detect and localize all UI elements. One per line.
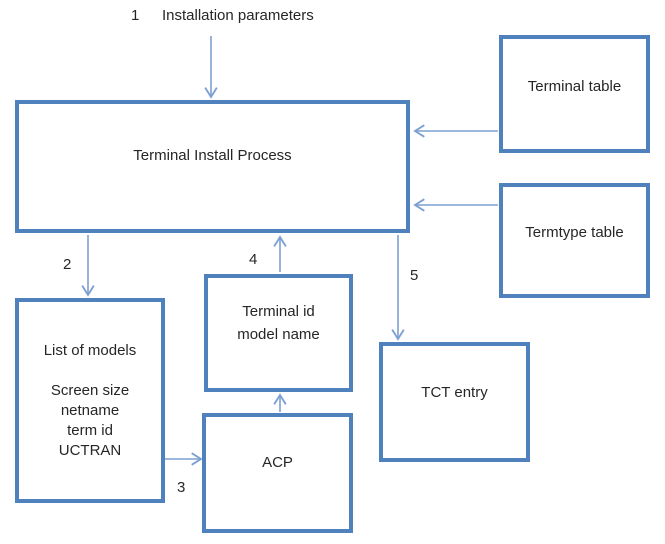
tct-entry-box: TCT entry (379, 342, 530, 462)
step-5-label: 5 (410, 267, 419, 284)
terminal-table-label: Terminal table (527, 78, 622, 95)
installation-parameters-label: Installation parameters (162, 7, 314, 24)
list-of-models-box: List of models Screen size netname term … (15, 298, 165, 503)
terminal-id-model-name-box: Terminal id model name (204, 274, 353, 392)
step-1-label: 1 (131, 7, 140, 24)
list-of-models-line: term id (67, 421, 113, 439)
list-of-models-line: UCTRAN (58, 441, 122, 459)
terminal-table-box: Terminal table (499, 35, 650, 153)
tct-entry-label: TCT entry (421, 384, 488, 401)
termtype-table-box: Termtype table (499, 183, 650, 298)
termtype-table-label: Termtype table (525, 223, 624, 241)
terminal-install-process-box: Terminal Install Process (15, 100, 410, 233)
step-3-label: 3 (177, 479, 186, 496)
step-2-label: 2 (63, 256, 72, 273)
list-of-models-line: netname (60, 401, 120, 419)
list-of-models-line: List of models (43, 341, 137, 359)
model-name-line: model name (237, 326, 320, 343)
terminal-install-process-label: Terminal Install Process (133, 146, 292, 164)
step-4-label: 4 (249, 251, 258, 268)
acp-label: ACP (262, 454, 293, 471)
list-of-models-line: Screen size (50, 381, 130, 399)
terminal-id-line: Terminal id (242, 303, 315, 320)
acp-box: ACP (202, 413, 353, 533)
